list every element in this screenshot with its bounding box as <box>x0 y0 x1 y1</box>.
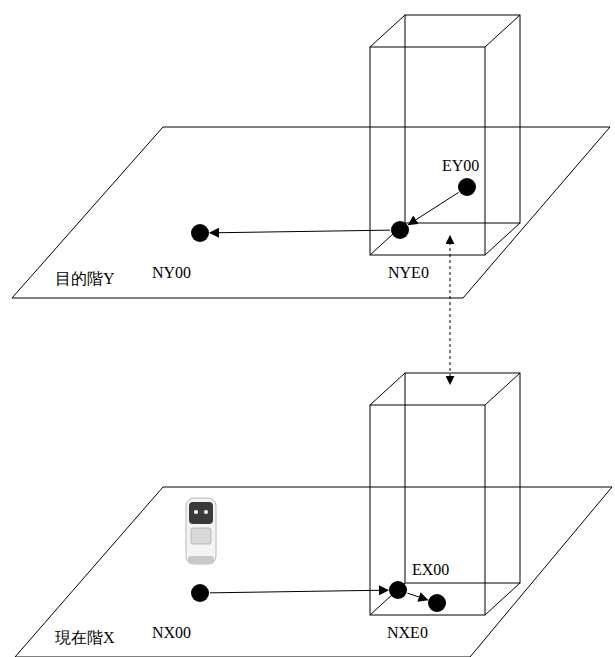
elevator-cube <box>370 373 520 615</box>
waypoint-dot <box>391 221 409 239</box>
route-arrow <box>407 593 427 600</box>
floor-plane: 目的階YEY00NY00NYE0 <box>12 127 615 299</box>
waypoint-node: NY00 <box>191 224 209 242</box>
floor-plane: 現在階XNX00NXE0EX00 <box>15 487 615 657</box>
elevator-travel-arrow <box>450 236 451 384</box>
node-label: NXE0 <box>387 624 428 642</box>
waypoint-node: NXE0 <box>389 581 407 599</box>
node-label: NX00 <box>152 624 191 642</box>
route-arrow <box>408 192 458 224</box>
node-label: EX00 <box>412 561 449 579</box>
node-label: NYE0 <box>388 264 429 282</box>
node-label: NY00 <box>152 264 191 282</box>
floor-label: 目的階Y <box>55 270 115 288</box>
robot-illustration <box>186 498 216 564</box>
waypoint-node: EX00 <box>428 594 446 612</box>
elevator-cube <box>370 15 520 255</box>
waypoint-node: NYE0 <box>391 221 409 239</box>
waypoint-dot <box>191 584 209 602</box>
waypoint-dot <box>389 581 407 599</box>
waypoint-node: NX00 <box>191 584 209 602</box>
node-label: EY00 <box>442 157 479 175</box>
waypoint-dot <box>428 594 446 612</box>
waypoint-node: EY00 <box>458 178 476 196</box>
route-arrow <box>210 230 390 233</box>
waypoint-dot <box>191 224 209 242</box>
waypoint-dot <box>458 178 476 196</box>
route-arrow <box>210 590 388 593</box>
floor-label: 現在階X <box>55 629 115 647</box>
